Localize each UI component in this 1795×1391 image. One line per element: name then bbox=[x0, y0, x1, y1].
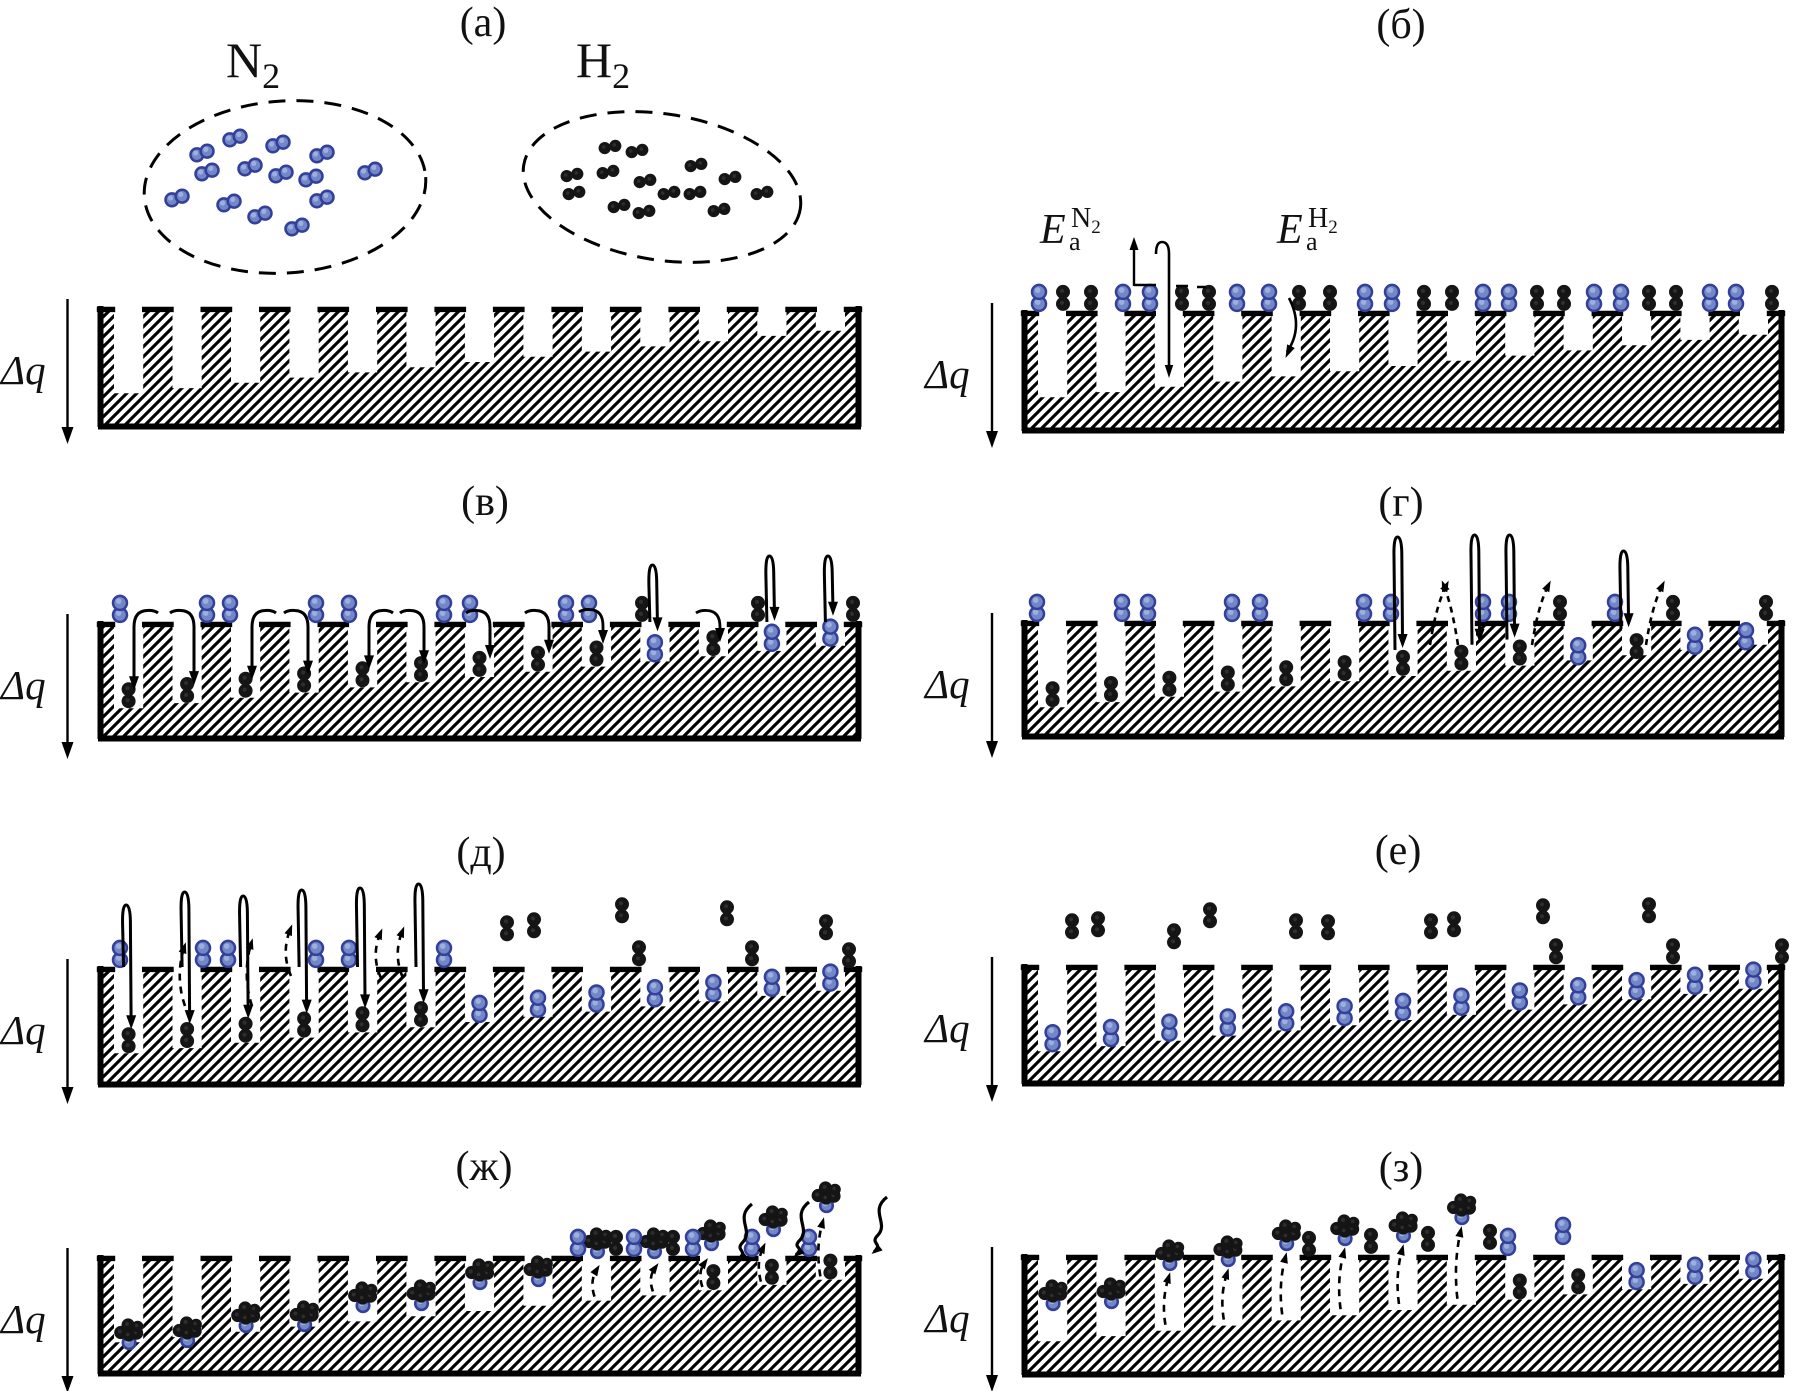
svg-text:a: a bbox=[1069, 227, 1081, 256]
svg-text:(е): (е) bbox=[1375, 828, 1422, 874]
svg-text:Δq: Δq bbox=[0, 347, 46, 393]
svg-text:(з): (з) bbox=[1379, 1145, 1424, 1191]
svg-text:E: E bbox=[1276, 207, 1303, 253]
svg-text:(в): (в) bbox=[461, 479, 509, 525]
svg-text:(ж): (ж) bbox=[456, 1144, 513, 1190]
svg-text:a: a bbox=[1306, 227, 1318, 256]
svg-text:E: E bbox=[1039, 207, 1066, 253]
svg-text:Δq: Δq bbox=[0, 1007, 46, 1053]
svg-text:Δq: Δq bbox=[0, 1296, 46, 1342]
svg-text:Δq: Δq bbox=[923, 1005, 970, 1051]
svg-text:(д): (д) bbox=[456, 830, 505, 876]
svg-text:(г): (г) bbox=[1378, 480, 1423, 526]
svg-text:Δq: Δq bbox=[923, 351, 970, 397]
svg-text:(б): (б) bbox=[1376, 2, 1425, 48]
svg-text:(а): (а) bbox=[460, 0, 507, 46]
svg-text:Δq: Δq bbox=[923, 1295, 970, 1341]
svg-text:Δq: Δq bbox=[0, 662, 46, 708]
svg-text:Δq: Δq bbox=[923, 661, 970, 707]
